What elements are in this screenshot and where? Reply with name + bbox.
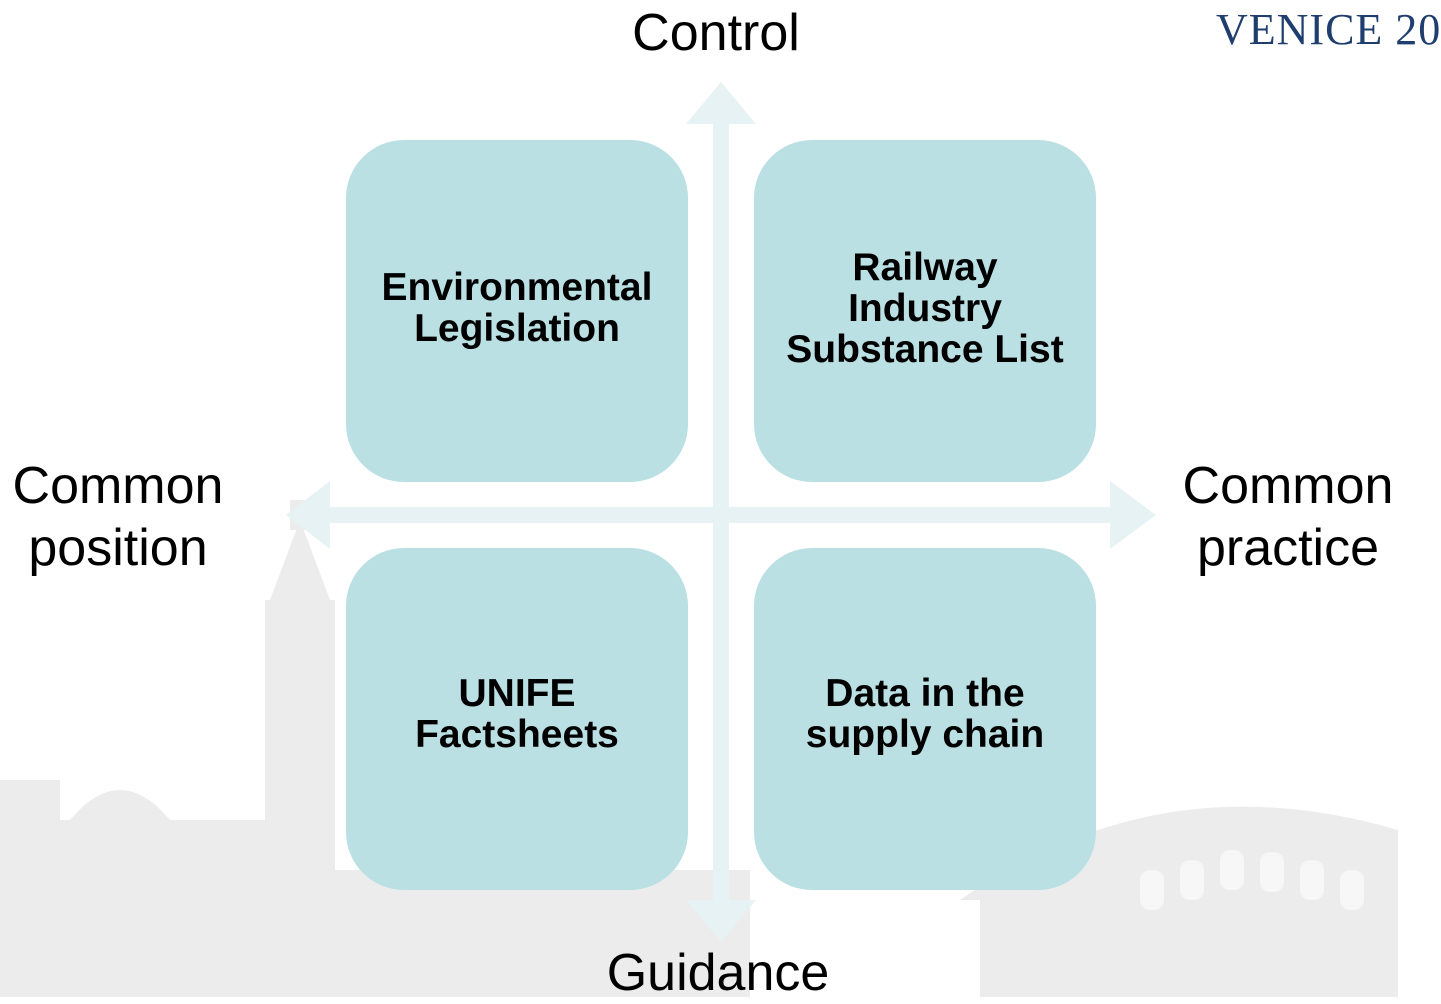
- axis-left-line-2: position: [28, 519, 208, 577]
- up-arrow-head: [686, 82, 756, 124]
- axis-arrows: [286, 82, 1156, 942]
- quadrant-tr-line-1: Railway: [852, 245, 998, 289]
- quadrant-tl-line-2: Legislation: [414, 307, 620, 350]
- quadrant-br-line-2: supply chain: [805, 713, 1045, 756]
- quadrant-environmental-legislation: Environmental Legislation: [346, 140, 688, 482]
- quadrant-label: Environmental Legislation: [382, 267, 653, 349]
- venice-logo: VENICE 20: [1216, 5, 1441, 54]
- horizontal-axis-shaft: [328, 507, 1112, 523]
- quadrant-data-in-supply-chain: Data in the supply chain: [754, 548, 1096, 890]
- quadrant-label: Railway Industry Substance List: [786, 247, 1063, 370]
- quadrant-tl-line-1: Environmental: [381, 266, 653, 309]
- down-arrow-head: [686, 900, 756, 942]
- quadrant-bl-line-2: Factsheets: [415, 713, 619, 756]
- quadrant-unife-factsheets: UNIFE Factsheets: [346, 548, 688, 890]
- left-arrow-head: [286, 481, 330, 549]
- quadrant-railway-industry-substance-list: Railway Industry Substance List: [754, 140, 1096, 482]
- quadrant-bl-line-1: UNIFE: [458, 672, 576, 715]
- quadrant-label: UNIFE Factsheets: [415, 673, 619, 755]
- axis-left-line-1: Common: [12, 457, 224, 515]
- axis-label-control: Control: [632, 4, 800, 62]
- axis-label-common-position: Common position: [0, 455, 236, 579]
- axis-label-guidance: Guidance: [606, 944, 830, 1002]
- quadrant-br-line-1: Data in the: [825, 672, 1025, 715]
- axis-right-line-1: Common: [1182, 457, 1394, 515]
- axis-right-line-2: practice: [1196, 519, 1380, 577]
- quadrant-label: Data in the supply chain: [806, 673, 1044, 755]
- axis-label-common-practice: Common practice: [1170, 455, 1406, 579]
- quadrant-tr-line-2: Industry: [848, 286, 1002, 330]
- right-arrow-head: [1110, 481, 1156, 549]
- quadrant-tr-line-3: Substance List: [786, 327, 1064, 371]
